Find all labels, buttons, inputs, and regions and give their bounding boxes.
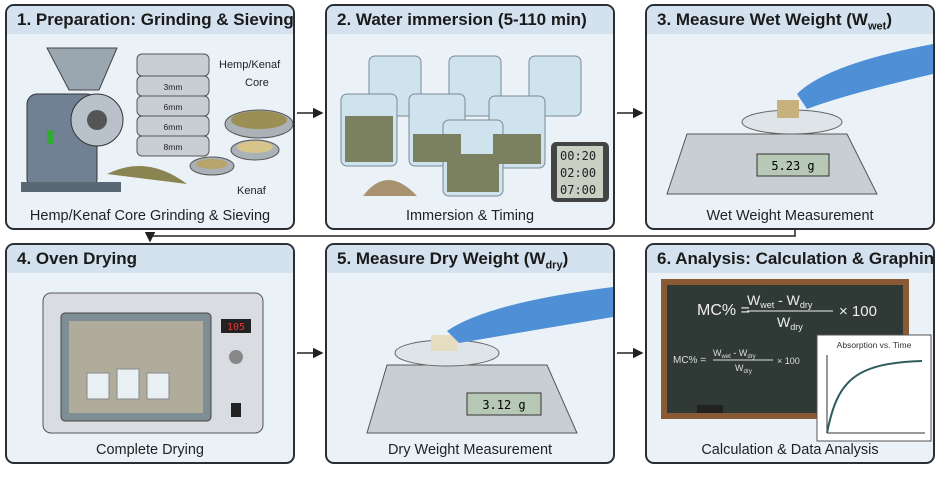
grinding-sieving-illustration: 3mm 6mm 6mm 8mm Hemp/Kenaf Core Kenaf bbox=[21, 47, 293, 197]
svg-text:× 100: × 100 bbox=[839, 303, 877, 320]
fiber-pile-icon bbox=[363, 180, 417, 196]
step-caption: Calculation & Data Analysis bbox=[701, 442, 879, 458]
grinder-icon bbox=[21, 47, 124, 192]
eraser-icon bbox=[697, 405, 723, 413]
analysis-illustration: MC% = Wwet - Wdry Wdry × 100 MC% = Wwet … bbox=[661, 279, 932, 442]
step-title: 6. Analysis: Calculation & Graphing bbox=[647, 245, 933, 273]
step-title: 1. Preparation: Grinding & Sieving bbox=[7, 6, 293, 34]
step-caption: Dry Weight Measurement bbox=[387, 442, 553, 458]
step-title: 3. Measure Wet Weight (Wwet) bbox=[647, 6, 933, 34]
scale-display: 5.23 g bbox=[771, 159, 814, 173]
scale-display: 3.12 g bbox=[482, 398, 525, 412]
core-label: Hemp/Kenaf bbox=[219, 59, 281, 71]
formula-small: MC% = Wwet - Wdry Wdry × 100 bbox=[673, 348, 800, 375]
step-3-panel: 3. Measure Wet Weight (Wwet) 5.23 g Wet … bbox=[645, 4, 935, 230]
kenaf-label: Kenaf bbox=[237, 185, 267, 197]
immersion-illustration: 00:20 02:00 07:00 bbox=[340, 55, 609, 202]
step-4-panel: 4. Oven Drying 105 Complete Drying bbox=[5, 243, 295, 464]
sample-block-icon bbox=[777, 100, 799, 118]
step-caption: Complete Drying bbox=[96, 442, 204, 458]
oven-knob-icon bbox=[229, 350, 243, 364]
sample-block-icon bbox=[431, 335, 457, 351]
graph-title: Absorption vs. Time bbox=[837, 340, 912, 350]
step-5-panel: 5. Measure Dry Weight (Wdry) 3.12 g Dry … bbox=[325, 243, 615, 464]
step-title: 2. Water immersion (5-110 min) bbox=[327, 6, 613, 34]
svg-text:MC% =: MC% = bbox=[673, 355, 706, 366]
step-title: 5. Measure Dry Weight (Wdry) bbox=[327, 245, 613, 273]
timer-readout: 00:20 bbox=[560, 149, 596, 163]
svg-text:Wwet - Wdry: Wwet - Wdry bbox=[713, 348, 756, 360]
oven-display: 105 bbox=[227, 322, 245, 333]
svg-text:MC% =: MC% = bbox=[697, 302, 750, 319]
balance-scale-icon: 5.23 g bbox=[666, 109, 878, 195]
absorption-graph: Absorption vs. Time bbox=[816, 334, 932, 442]
svg-text:Wdry: Wdry bbox=[735, 363, 752, 375]
step-2-panel: 2. Water immersion (5-110 min) 00:20 02:… bbox=[325, 4, 615, 230]
gloved-hand-icon bbox=[447, 287, 613, 343]
arrow-3-4 bbox=[144, 230, 796, 243]
step-caption: Immersion & Timing bbox=[405, 208, 535, 224]
wet-weight-illustration: 5.23 g bbox=[666, 44, 933, 195]
sieve-label: 8mm bbox=[164, 142, 183, 152]
formula-large: MC% = Wwet - Wdry Wdry × 100 bbox=[697, 292, 877, 332]
svg-text:Wdry: Wdry bbox=[777, 314, 803, 332]
step-caption: Hemp/Kenaf Core Grinding & Sieving bbox=[29, 208, 271, 224]
oven-illustration: 105 bbox=[42, 292, 264, 434]
svg-text:Wwet - Wdry: Wwet - Wdry bbox=[747, 292, 813, 310]
core-label-2: Core bbox=[245, 77, 269, 89]
dry-weight-illustration: 3.12 g bbox=[366, 287, 613, 434]
fiber-pile-icon bbox=[107, 166, 187, 184]
step-caption: Wet Weight Measurement bbox=[706, 208, 874, 224]
step-6-panel: 6. Analysis: Calculation & Graphing MC% … bbox=[645, 243, 935, 464]
sieve-label: 6mm bbox=[164, 102, 183, 112]
sieve-label: 6mm bbox=[164, 122, 183, 132]
svg-text:× 100: × 100 bbox=[777, 356, 800, 366]
sieve-label: 3mm bbox=[164, 82, 183, 92]
step-1-panel: 1. Preparation: Grinding & Sieving 3mm 6… bbox=[5, 4, 295, 230]
absorption-curve bbox=[826, 360, 923, 434]
sieve-stack-icon bbox=[136, 53, 210, 157]
gloved-hand-icon bbox=[797, 44, 933, 109]
sample-dish-icon bbox=[86, 368, 170, 400]
balance-scale-icon: 3.12 g bbox=[366, 339, 578, 434]
timer-icon: 00:20 02:00 07:00 bbox=[551, 142, 609, 202]
step-title: 4. Oven Drying bbox=[7, 245, 293, 273]
timer-readout: 07:00 bbox=[560, 183, 596, 197]
timer-readout: 02:00 bbox=[560, 166, 596, 180]
